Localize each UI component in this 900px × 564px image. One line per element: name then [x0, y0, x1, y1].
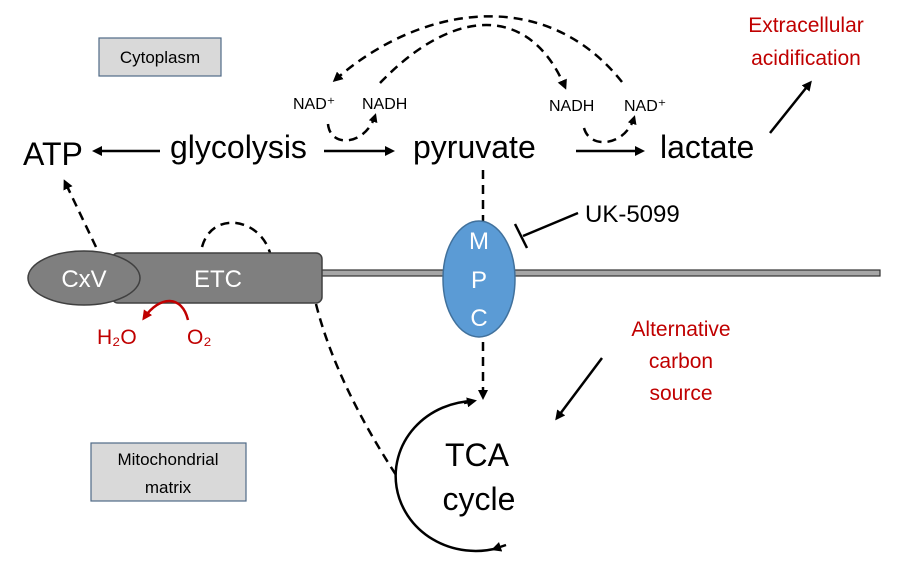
nad-to-nadh-loop-arrow	[326, 113, 378, 142]
alternative-carbon-arrow	[555, 357, 603, 421]
tca-cycle-arrow-bottom	[491, 542, 507, 552]
tca-cycle-ring	[394, 399, 499, 553]
extracellular-acidification-arrow	[769, 80, 812, 134]
alternative-carbon-line1: Alternative	[631, 318, 730, 341]
etc-proton-arc	[200, 221, 272, 254]
extracellular-label-line1: Extracellular	[748, 14, 864, 37]
inner-membrane	[299, 269, 881, 277]
nadh-to-nad-loop-arrow	[582, 115, 637, 144]
nad-left-label: NAD⁺	[293, 96, 335, 113]
o2-label: O₂	[187, 326, 212, 349]
matrix-label-line2: matrix	[145, 478, 192, 497]
matrix-label-box: Mitochondrial matrix	[90, 442, 247, 502]
uk5099-label: UK-5099	[585, 201, 680, 228]
etc-label: ETC	[194, 266, 242, 293]
nadh-transfer-arc	[379, 23, 567, 90]
mpc-carrier	[442, 220, 516, 338]
etc-to-tca-link	[314, 303, 400, 479]
h2o-label: H₂O	[97, 326, 137, 349]
uk5099-inhibition-bar	[513, 223, 529, 249]
cytoplasm-label: Cytoplasm	[120, 48, 200, 67]
lactate-label: lactate	[660, 129, 754, 165]
alternative-carbon-line2: carbon	[649, 350, 713, 373]
uk5099-inhibition-line	[522, 211, 579, 238]
nad-regeneration-arc	[332, 15, 623, 83]
glycolysis-label: glycolysis	[170, 129, 307, 165]
pyruvate-label: pyruvate	[413, 129, 536, 165]
cxv-label: CxV	[61, 266, 106, 293]
extracellular-label-line2: acidification	[751, 47, 861, 70]
nadh-left-label: NADH	[362, 96, 407, 113]
matrix-label-line1: Mitochondrial	[117, 450, 218, 469]
oxygen-reduction-arrow	[142, 299, 190, 321]
complex-v	[27, 250, 141, 306]
alternative-carbon-line3: source	[649, 382, 712, 405]
cxv-to-atp-arrow	[63, 179, 98, 248]
mpc-letter-p: P	[471, 267, 487, 294]
mpc-letter-c: C	[470, 305, 487, 332]
cycle-label: cycle	[443, 481, 516, 517]
mpc-letter-m: M	[469, 228, 489, 255]
tca-label: TCA	[445, 437, 510, 473]
nad-right-label: NAD⁺	[624, 98, 666, 115]
atp-label: ATP	[23, 136, 83, 172]
tca-cycle-arrow-top	[463, 397, 477, 408]
nadh-right-label: NADH	[549, 98, 594, 115]
cytoplasm-label-box: Cytoplasm	[98, 37, 222, 77]
